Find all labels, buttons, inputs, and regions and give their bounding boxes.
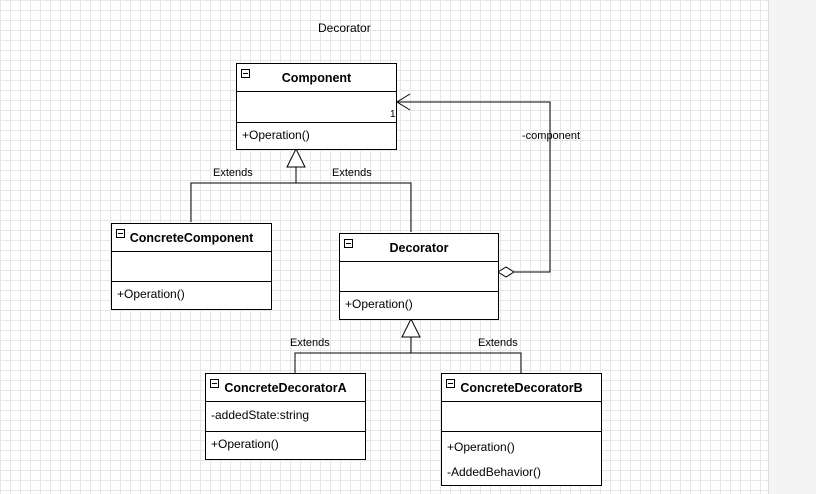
- extends-edge-concrete-decorator-b[interactable]: [410, 337, 522, 373]
- operation: +Operation(): [211, 437, 279, 451]
- collapse-icon[interactable]: [210, 379, 219, 388]
- class-header: ConcreteDecoratorB: [442, 374, 601, 402]
- attributes-compartment: [112, 252, 271, 282]
- class-header: Component: [237, 64, 396, 92]
- class-header: ConcreteComponent: [112, 224, 271, 252]
- aggregation-diamond: [497, 266, 515, 278]
- class-decorator[interactable]: Decorator +Operation(): [339, 233, 499, 320]
- class-name: ConcreteComponent: [129, 230, 254, 245]
- attributes-compartment: [442, 402, 601, 432]
- canvas-side-strip: [768, 0, 816, 494]
- attributes-compartment: [340, 262, 498, 292]
- collapse-icon[interactable]: [446, 379, 455, 388]
- aggregation-edge-component[interactable]: [397, 101, 551, 273]
- extends-label: Extends: [332, 167, 372, 179]
- attributes-compartment: -addedState:string: [206, 402, 365, 432]
- operation: -AddedBehavior(): [447, 465, 542, 479]
- open-arrowhead: [396, 93, 411, 111]
- operations-compartment: +Operation(): [112, 282, 271, 307]
- diagram-title: Decorator: [318, 21, 371, 35]
- class-name: ConcreteDecoratorB: [460, 380, 583, 395]
- operation: +Operation(): [242, 128, 310, 142]
- collapse-icon[interactable]: [344, 239, 353, 248]
- operations-compartment: +Operation(): [237, 123, 396, 148]
- extends-label: Extends: [213, 167, 253, 179]
- extends-edge-concrete-decorator-a[interactable]: [294, 352, 411, 373]
- role-label: -component: [522, 130, 581, 142]
- class-concrete-component[interactable]: ConcreteComponent +Operation(): [111, 223, 272, 310]
- operation: +Operation(): [345, 297, 413, 311]
- class-header: ConcreteDecoratorA: [206, 374, 365, 402]
- collapse-icon[interactable]: [241, 69, 250, 78]
- collapse-icon[interactable]: [116, 229, 125, 238]
- generalization-arrowhead: [286, 147, 306, 168]
- operation: +Operation(): [117, 287, 185, 301]
- attributes-compartment: [237, 92, 396, 123]
- class-concrete-decorator-b[interactable]: ConcreteDecoratorB +Operation() -AddedBe…: [441, 373, 602, 486]
- operation: +Operation(): [447, 440, 515, 454]
- class-header: Decorator: [340, 234, 498, 262]
- extends-edge-concrete-component[interactable]: [190, 182, 296, 222]
- generalization-arrowhead: [401, 317, 421, 338]
- operations-compartment: +Operation(): [206, 432, 365, 457]
- extends-label: Extends: [478, 337, 518, 349]
- class-component[interactable]: Component +Operation(): [236, 63, 397, 150]
- multiplicity-label: 1: [390, 109, 396, 120]
- class-concrete-decorator-a[interactable]: ConcreteDecoratorA -addedState:string +O…: [205, 373, 366, 460]
- class-name: Component: [281, 70, 352, 85]
- attribute: -addedState:string: [211, 408, 310, 422]
- extends-edge-decorator[interactable]: [295, 167, 412, 232]
- operations-compartment: +Operation() -AddedBehavior(): [442, 432, 601, 485]
- class-name: ConcreteDecoratorA: [224, 380, 347, 395]
- extends-label: Extends: [290, 337, 330, 349]
- class-name: Decorator: [389, 240, 449, 255]
- operations-compartment: +Operation(): [340, 292, 498, 317]
